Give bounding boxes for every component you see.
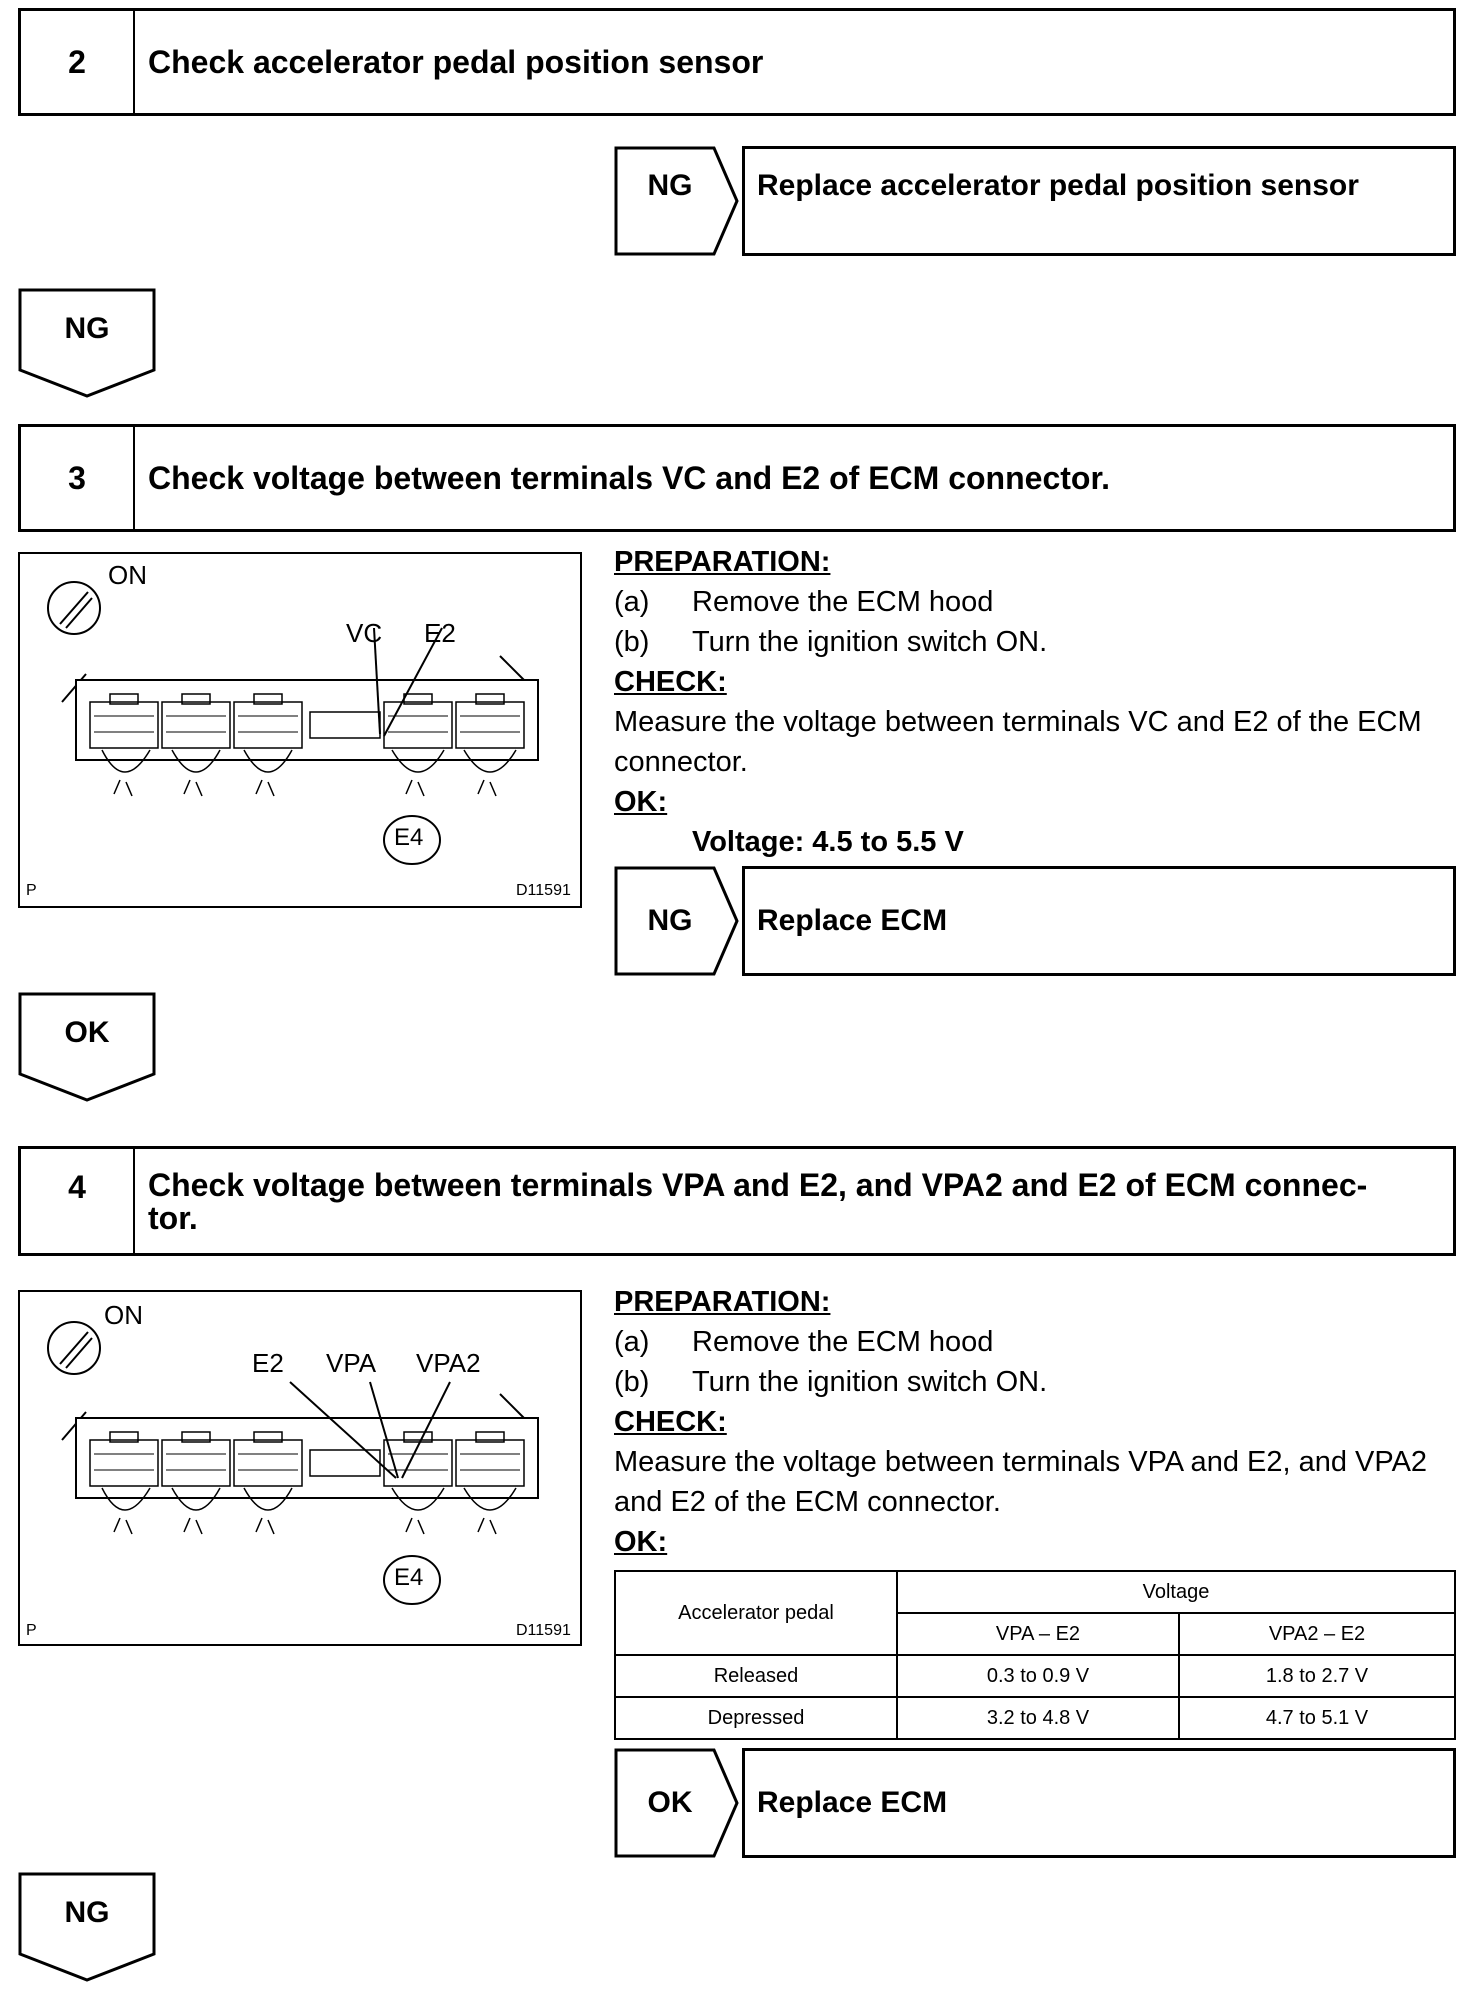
- item-label: (a): [614, 586, 650, 618]
- terminal-e2-label: E2: [252, 1348, 284, 1378]
- step-4-ok-label: OK: [647, 1786, 693, 1819]
- step-number: 4: [21, 1149, 135, 1253]
- check-text-line-2: connector.: [614, 746, 748, 778]
- item-label: (b): [614, 1366, 650, 1398]
- step-4-instructions: PREPARATION: (a) Remove the ECM hood (b)…: [614, 1282, 1460, 1562]
- check-text-line-1: Measure the voltage between terminals VP…: [614, 1446, 1428, 1478]
- preparation-heading: PREPARATION:: [614, 546, 831, 578]
- step-4-diagram: ON E2 VPA VPA2 E4 P D11591: [18, 1290, 582, 1646]
- preparation-heading: PREPARATION:: [614, 1286, 831, 1318]
- header-voltage: Voltage: [896, 1570, 1456, 1614]
- step-title-line-2: tor.: [148, 1200, 198, 1236]
- step-3-diagram: ON VC E2 E4 P D11591: [18, 552, 582, 908]
- step-4-header: 4 Check voltage between terminals VPA an…: [18, 1146, 1456, 1256]
- ecm-connector-illustration: [47, 1321, 539, 1605]
- prep-item-b: (b) Turn the ignition switch ON.: [614, 622, 1460, 662]
- check-heading: CHECK:: [614, 1406, 727, 1438]
- step-number: 2: [21, 11, 135, 113]
- prep-item-a: (a) Remove the ECM hood: [614, 582, 1460, 622]
- step-2-flow-label: NG: [64, 312, 110, 345]
- item-text: Turn the ignition switch ON.: [692, 626, 1048, 658]
- cell-vpa: 0.3 to 0.9 V: [896, 1654, 1180, 1698]
- step-title: Check voltage between terminals VPA and …: [148, 1149, 1439, 1253]
- terminal-vpa2-label: VPA2: [416, 1348, 481, 1378]
- ok-heading: OK:: [614, 786, 668, 818]
- ok-heading: OK:: [614, 1526, 668, 1558]
- terminal-vpa-label: VPA: [326, 1348, 377, 1378]
- connector-label: E4: [394, 824, 424, 851]
- item-label: (b): [614, 626, 650, 658]
- step-title: Check accelerator pedal position sensor: [148, 43, 764, 80]
- item-text: Remove the ECM hood: [692, 586, 994, 618]
- step-4-flow-label: NG: [64, 1896, 110, 1929]
- ecm-connector-illustration: [47, 581, 539, 865]
- terminal-vc-label: VC: [346, 618, 383, 648]
- step-3-flow-label: OK: [64, 1016, 110, 1049]
- step-2-ng-action: Replace accelerator pedal position senso…: [742, 146, 1456, 256]
- step-3-instructions: PREPARATION: (a) Remove the ECM hood (b)…: [614, 542, 1460, 862]
- check-text-line-1: Measure the voltage between terminals VC…: [614, 706, 1422, 738]
- step-2-header: 2 Check accelerator pedal position senso…: [18, 8, 1456, 116]
- check-heading: CHECK:: [614, 666, 727, 698]
- corner-label: P: [26, 1622, 37, 1639]
- step-title-line-1: Check voltage between terminals VPA and …: [148, 1167, 1368, 1203]
- check-text-line-2: and E2 of the ECM connector.: [614, 1486, 1001, 1518]
- figure-code: D11591: [516, 1622, 571, 1639]
- table-row: Depressed 3.2 to 4.8 V 4.7 to 5.1 V: [614, 1696, 1456, 1740]
- step-3-ng-label: NG: [647, 904, 693, 937]
- step-2-flow-arrow: [18, 288, 156, 398]
- table-row: Released 0.3 to 0.9 V 1.8 to 2.7 V: [614, 1654, 1456, 1698]
- corner-label: P: [26, 882, 37, 899]
- cell-pedal: Depressed: [614, 1696, 898, 1740]
- item-text: Turn the ignition switch ON.: [692, 1366, 1048, 1398]
- ok-value: Voltage: 4.5 to 5.5 V: [692, 826, 964, 858]
- ignition-switch-label: ON: [108, 560, 147, 590]
- connector-label: E4: [394, 1564, 424, 1591]
- step-title: Check voltage between terminals VC and E…: [148, 459, 1111, 496]
- step-3-ng-arrow: [614, 866, 739, 976]
- cell-vpa2: 4.7 to 5.1 V: [1178, 1696, 1456, 1740]
- prep-item-b: (b) Turn the ignition switch ON.: [614, 1362, 1460, 1402]
- terminal-e2-label: E2: [424, 618, 456, 648]
- step-4-ok-arrow: [614, 1748, 739, 1858]
- step-2-ng-label: NG: [647, 169, 693, 202]
- cell-pedal: Released: [614, 1654, 898, 1698]
- step-4-ok-action: Replace ECM: [742, 1748, 1456, 1858]
- table-header-row: Accelerator pedal Voltage: [614, 1570, 1456, 1656]
- voltage-spec-table: Accelerator pedal Voltage VPA – E2 VPA2 …: [614, 1570, 1456, 1740]
- prep-item-a: (a) Remove the ECM hood: [614, 1322, 1460, 1362]
- step-3-ng-action: Replace ECM: [742, 866, 1456, 976]
- step-4-flow-arrow: [18, 1872, 156, 1982]
- step-number: 3: [21, 427, 135, 529]
- figure-code: D11591: [516, 882, 571, 899]
- item-text: Remove the ECM hood: [692, 1326, 994, 1358]
- step-3-flow-arrow: [18, 992, 156, 1102]
- step-2-ng-arrow: [614, 146, 739, 256]
- table-subheader-row: VPA – E2 VPA2 – E2: [615, 1612, 1456, 1656]
- header-vpa2-e2: VPA2 – E2: [1178, 1612, 1456, 1656]
- item-label: (a): [614, 1326, 650, 1358]
- header-accelerator-pedal: Accelerator pedal: [614, 1570, 898, 1656]
- ignition-switch-label: ON: [104, 1300, 143, 1330]
- cell-vpa: 3.2 to 4.8 V: [896, 1696, 1180, 1740]
- cell-vpa2: 1.8 to 2.7 V: [1178, 1654, 1456, 1698]
- header-vpa-e2: VPA – E2: [896, 1612, 1180, 1656]
- step-3-header: 3 Check voltage between terminals VC and…: [18, 424, 1456, 532]
